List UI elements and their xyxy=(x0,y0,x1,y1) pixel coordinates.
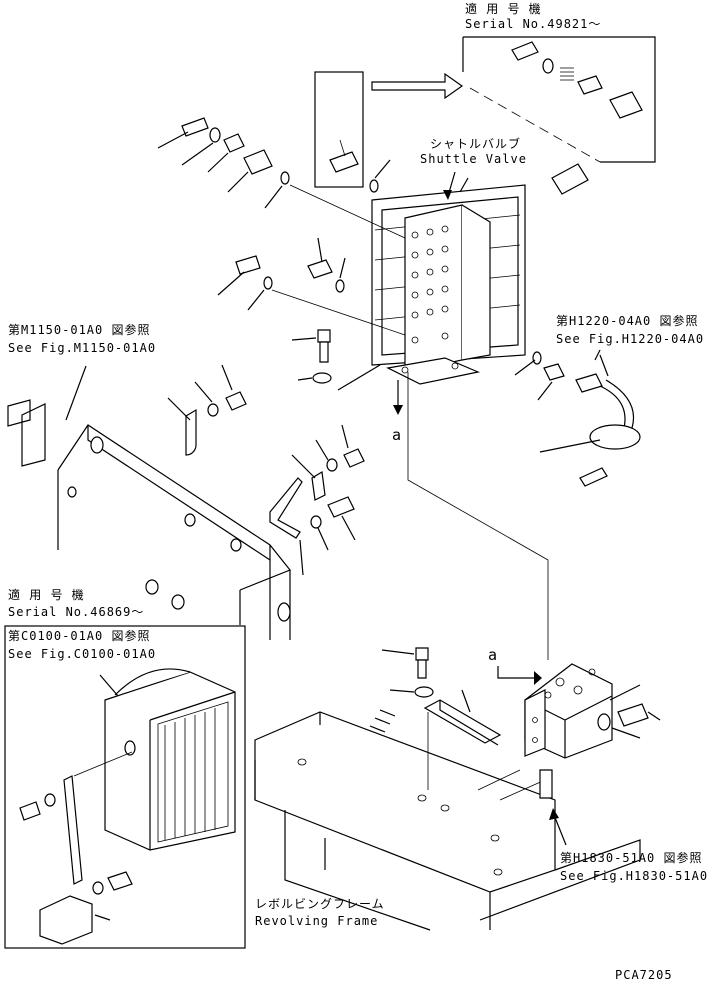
fig-h1220-jp: 第H1220-04A0 図参照 xyxy=(556,314,699,328)
shuttle-valve-jp: シャトルバルブ xyxy=(430,137,522,151)
leader-lines xyxy=(443,171,601,361)
revolving-frame-en: Revolving Frame xyxy=(255,914,379,928)
serial-left-en: Serial No.46869～ xyxy=(8,605,145,619)
ref-a-lower: a xyxy=(488,646,499,664)
fig-h1830-en: See Fig.H1830-51A0 xyxy=(560,869,709,883)
fig-c0100-en: See Fig.C0100-01A0 xyxy=(8,647,157,661)
hose-line xyxy=(407,372,549,660)
panel-assembly xyxy=(7,365,291,640)
ref-arrow-a-upper xyxy=(393,380,403,415)
inset-box-left xyxy=(4,625,246,949)
fittings-middle xyxy=(217,237,406,391)
hose-assembly xyxy=(514,351,641,487)
shuttle-valve xyxy=(371,163,589,385)
fittings-upper-left xyxy=(157,117,406,239)
serial-left-jp: 適 用 号 機 xyxy=(8,588,85,602)
serial-top-en: Serial No.49821～ xyxy=(465,17,602,31)
revolving-frame-jp: レボルビングフレーム xyxy=(255,897,385,911)
inset-box-top-right xyxy=(462,36,656,163)
fig-m1150-en: See Fig.M1150-01A0 xyxy=(8,341,157,355)
inset-box-small xyxy=(314,71,464,188)
serial-top-jp: 適 用 号 機 xyxy=(465,2,542,16)
clamps xyxy=(167,364,365,576)
shuttle-valve-en: Shuttle Valve xyxy=(420,152,527,166)
lower-valve-block xyxy=(497,663,661,846)
fig-m1150-jp: 第M1150-01A0 図参照 xyxy=(8,323,151,337)
drawing-code: PCA7205 xyxy=(615,968,673,982)
fig-c0100-jp: 第C0100-01A0 図参照 xyxy=(8,629,151,643)
fig-h1830-jp: 第H1830-51A0 図参照 xyxy=(560,851,703,865)
fig-h1220-en: See Fig.H1220-04A0 xyxy=(556,332,705,346)
lower-fasteners xyxy=(381,647,502,790)
revolving-frame xyxy=(254,709,641,931)
ref-a-upper: a xyxy=(392,426,403,444)
